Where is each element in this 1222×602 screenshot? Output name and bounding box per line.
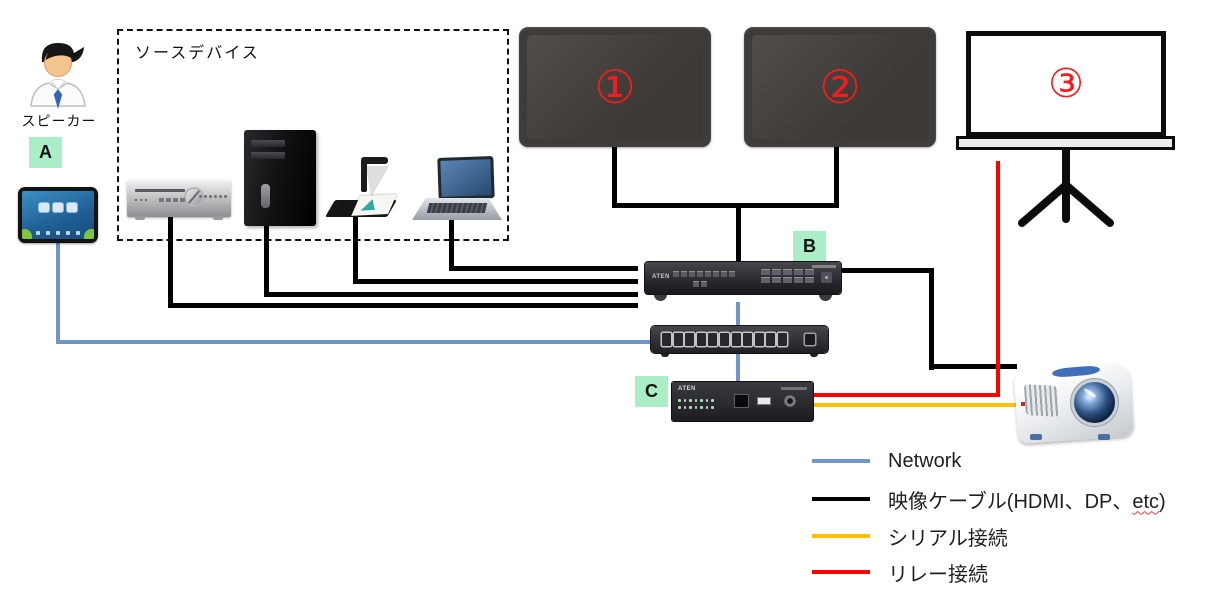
amplifier-leds [135,199,147,201]
pc-drive-bay [251,140,285,147]
control-box-lan-port [735,395,748,407]
document-camera-head [361,157,388,164]
display-1: ① [519,27,711,147]
desktop-pc [244,130,316,226]
badge-b: B [793,231,826,262]
tablet-app-icons [39,203,77,212]
screen-number: ③ [1048,61,1084,107]
cable-doccam-to-switch [353,279,638,284]
pc-power-button [261,184,270,208]
document-camera [325,157,406,220]
projector-vent-grille [1023,384,1060,417]
audio-amplifier [127,180,231,220]
cable-switch-to-projector-2 [929,268,934,370]
output-buttons [761,269,814,283]
pc-drive-bay [251,152,285,159]
cable-displays-horizontal [612,203,839,208]
display-2-number: ② [819,60,861,114]
control-box-leds [678,399,714,402]
tablet-corner-accent [22,229,32,239]
projector-lens [1074,382,1115,423]
source-devices-group: ソースデバイス [117,29,509,241]
uplink-port [805,334,815,345]
cable-switch-to-projector-1 [840,268,934,273]
ethernet-ports [662,333,787,346]
legend-network-label: Network [888,449,962,472]
cable-switch-to-projector-3 [929,364,1017,369]
cable-junction-to-switch [736,203,741,265]
amplifier-small-knobs [199,195,227,198]
laptop [412,156,502,222]
screen-tripod [1018,149,1114,227]
amplifier-disc-slot [135,189,185,192]
cable-amplifier-down [168,215,173,308]
cable-laptop-down [449,219,454,271]
legend-serial-swatch [812,534,870,538]
network-tablet-to-hub [56,340,653,344]
amplifier-knob [184,187,204,207]
presenter-icon [30,43,86,109]
tablet-dock-icons [36,231,80,235]
document-on-camera [351,194,397,216]
amplifier-buttons [159,198,185,202]
matrix-switch-brand: ATEN [652,274,670,280]
legend-video-label: 映像ケーブル(HDMI、DP、etc) [888,490,1166,513]
cable-pc-to-switch [264,292,638,297]
legend-video: 映像ケーブル(HDMI、DP、etc) [812,485,1166,513]
cable-laptop-to-switch [449,266,638,271]
cable-amplifier-to-switch [168,303,638,308]
network-hub-to-controller [736,351,740,384]
legend-serial-label: シリアル接続 [888,527,1008,550]
control-box-model-text [781,387,807,390]
legend-network-swatch [812,459,870,463]
control-box: ATEN [672,382,813,421]
relay-controller-horizontal [812,393,1000,397]
network-switch [651,326,828,357]
cable-doccam-down [353,216,358,284]
projector [1013,363,1135,444]
projection-screen: ③ [966,31,1166,137]
speaker-label: スピーカー [21,113,97,129]
legend-video-swatch [812,497,870,501]
badge-a: A [29,137,62,168]
tablet-corner-accent [84,229,94,239]
cable-display2-down [834,146,839,208]
cable-display1-down [612,146,617,208]
document-camera-arm [361,160,367,192]
control-box-serial-connector [784,395,796,407]
legend-relay-label: リレー接続 [888,563,988,586]
matrix-switch: ATEN [645,262,841,302]
badge-c: C [635,376,668,407]
display-2: ② [744,27,936,147]
control-box-brand: ATEN [678,386,696,392]
legend-relay-swatch [812,570,870,574]
laptop-keyboard [426,203,488,213]
tablet-screen [22,191,94,239]
power-button [821,272,832,283]
projection-screen-tray [956,136,1175,150]
mode-buttons [693,281,707,287]
control-box-leds [678,406,714,409]
relay-to-screen [996,161,1000,397]
laptop-screen [437,156,495,200]
serial-controller-to-projector [812,403,1016,407]
legend-relay: リレー接続 [812,558,988,586]
model-text [812,265,836,268]
display-1-number: ① [594,60,636,114]
legend-network: Network [812,447,961,475]
cable-pc-down [264,224,269,297]
source-devices-label: ソースデバイス [135,45,260,62]
control-box-usb-port [758,398,770,404]
input-buttons [673,271,735,277]
legend-serial: シリアル接続 [812,522,1008,550]
tablet-device [18,187,98,243]
projector-indicator [1021,402,1025,406]
network-switch-to-hub [736,302,740,329]
document-camera-light [366,166,389,198]
network-tablet-down [56,242,60,344]
